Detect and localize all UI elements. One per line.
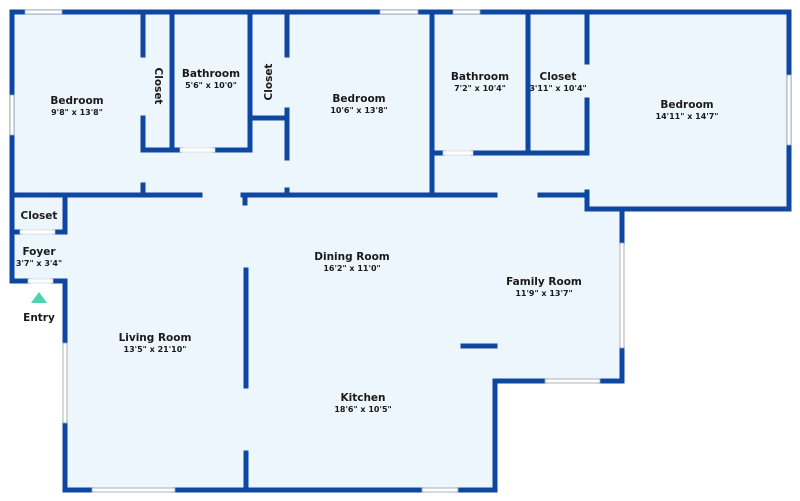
triangle-up-icon bbox=[31, 292, 47, 303]
svg-text:9'8" x 13'8": 9'8" x 13'8" bbox=[51, 108, 103, 117]
room-dining: Dining Room 16'2" x 11'0" bbox=[314, 251, 390, 273]
svg-text:16'2" x 11'0": 16'2" x 11'0" bbox=[323, 264, 380, 273]
svg-text:18'6" x 10'5": 18'6" x 10'5" bbox=[334, 405, 391, 414]
svg-text:Bedroom: Bedroom bbox=[50, 95, 103, 107]
room-bedroom-3: Bedroom 14'11" x 14'7" bbox=[656, 99, 719, 121]
svg-text:Entry: Entry bbox=[23, 312, 55, 324]
room-closet-2: Closet bbox=[263, 64, 275, 101]
svg-text:13'5" x 21'10": 13'5" x 21'10" bbox=[124, 345, 187, 354]
walls bbox=[9, 9, 792, 493]
room-kitchen: Kitchen 18'6" x 10'5" bbox=[334, 392, 391, 414]
svg-text:Closet: Closet bbox=[540, 71, 577, 83]
room-family: Family Room 11'9" x 13'7" bbox=[506, 276, 582, 298]
room-bedroom-1: Bedroom 9'8" x 13'8" bbox=[50, 95, 103, 117]
svg-text:Bathroom: Bathroom bbox=[451, 71, 509, 83]
svg-text:Dining Room: Dining Room bbox=[314, 251, 390, 263]
svg-text:3'7" x 3'4": 3'7" x 3'4" bbox=[16, 259, 62, 268]
svg-text:14'11" x 14'7": 14'11" x 14'7" bbox=[656, 112, 719, 121]
svg-text:Bedroom: Bedroom bbox=[660, 99, 713, 111]
windows bbox=[9, 9, 792, 493]
svg-text:Foyer: Foyer bbox=[22, 246, 56, 258]
room-living: Living Room 13'5" x 21'10" bbox=[119, 332, 192, 354]
svg-text:Family Room: Family Room bbox=[506, 276, 582, 288]
svg-text:10'6" x 13'8": 10'6" x 13'8" bbox=[330, 106, 387, 115]
room-bathroom-2: Bathroom 7'2" x 10'4" bbox=[451, 71, 509, 93]
svg-text:Bedroom: Bedroom bbox=[332, 93, 385, 105]
svg-text:Bathroom: Bathroom bbox=[182, 68, 240, 80]
room-closet-3: Closet 3'11" x 10'4" bbox=[529, 71, 586, 93]
room-bedroom-2: Bedroom 10'6" x 13'8" bbox=[330, 93, 387, 115]
svg-text:7'2" x 10'4": 7'2" x 10'4" bbox=[454, 84, 506, 93]
room-closet-1: Closet bbox=[152, 68, 164, 105]
entry-marker: Entry bbox=[23, 292, 55, 324]
room-foyer: Foyer 3'7" x 3'4" bbox=[16, 246, 62, 268]
svg-text:3'11" x 10'4": 3'11" x 10'4" bbox=[529, 84, 586, 93]
svg-text:11'9" x 13'7": 11'9" x 13'7" bbox=[515, 289, 572, 298]
room-closet-4: Closet bbox=[21, 210, 58, 222]
floor-area bbox=[12, 12, 789, 490]
svg-text:Living Room: Living Room bbox=[119, 332, 192, 344]
svg-text:Kitchen: Kitchen bbox=[340, 392, 385, 404]
svg-text:5'6" x 10'0": 5'6" x 10'0" bbox=[185, 81, 237, 90]
room-bathroom-1: Bathroom 5'6" x 10'0" bbox=[182, 68, 240, 90]
